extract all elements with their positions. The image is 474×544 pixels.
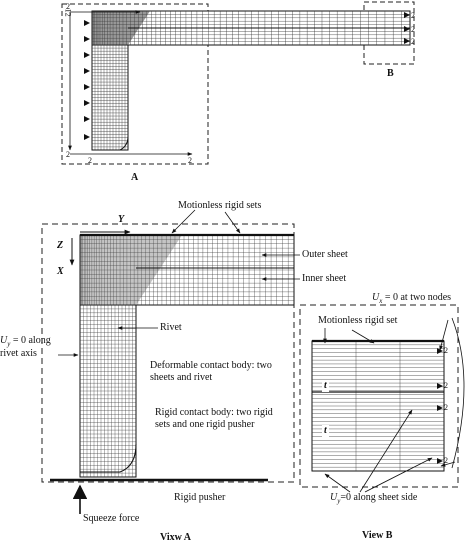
label-motionless-rigid-sets: Motionless rigid sets — [178, 200, 262, 211]
top-node-label-right-3: 2 — [411, 37, 415, 46]
label-uy-sheet-side: Uy=0 along sheet side — [330, 492, 417, 505]
label-uy-rivet-axis: Uy = 0 along rivet axis — [0, 335, 51, 360]
leader-uy-side-3 — [364, 457, 433, 493]
label-t-lower: t — [322, 425, 329, 437]
view-b-constraints — [437, 348, 443, 464]
view-a-box — [41, 223, 295, 483]
leader-motionless-set-2 — [351, 329, 375, 344]
leader-rigid-sets-1 — [171, 209, 196, 234]
uy-side-subscript: y — [337, 497, 341, 505]
top-node-label-bottom-1: 2 — [88, 156, 92, 165]
leader-uy-side-1 — [324, 473, 351, 493]
axis-label-y: Y — [118, 214, 125, 225]
view-a-fillet — [80, 443, 137, 473]
uy-symbol: U — [0, 335, 8, 346]
top-left-constraints — [84, 20, 90, 140]
leader-ux-nodes — [451, 317, 465, 469]
view-b-node-4: 2 — [444, 456, 448, 465]
view-a-panel — [41, 209, 300, 514]
view-a-rivet-grid — [80, 305, 136, 477]
leader-ux-bottom — [440, 461, 456, 467]
top-mesh-panel — [61, 1, 415, 165]
top-node-label-left-top: 2 — [66, 2, 70, 11]
view-b-panel — [299, 304, 465, 493]
label-inner-sheet: Inner sheet — [302, 273, 347, 284]
uy-subscript: y — [7, 340, 11, 348]
leader-uy-side-2 — [359, 409, 413, 493]
leader-ux-top — [439, 319, 449, 351]
caption-view-a: Vixw A — [160, 532, 192, 543]
caption-view-b: View B — [362, 530, 393, 541]
ux-symbol: U — [372, 292, 380, 303]
top-right-constraints — [404, 12, 410, 44]
label-deformable-body: Deformable contact body: two sheets and … — [150, 360, 272, 383]
label-squeeze-force: Squeeze force — [83, 513, 140, 524]
axis-label-z: Z — [57, 240, 64, 251]
leader-rigid-sets-2 — [224, 211, 241, 234]
axis-label-x: X — [57, 266, 64, 277]
view-b-node-3: 2 — [444, 403, 448, 412]
label-ux-two-nodes: Ux = 0 at two nodes — [372, 292, 451, 305]
label-rigid-body: Rigid contact body: two rigid sets and o… — [155, 407, 273, 430]
region-a-box — [61, 3, 209, 165]
top-node-label-right-1: 2 — [411, 11, 415, 20]
label-motionless-rigid-set: Motionless rigid set — [318, 315, 398, 326]
label-t-upper: t — [322, 380, 329, 392]
top-node-label-bottom-2: 2 — [188, 156, 192, 165]
label-b: B — [387, 68, 394, 79]
rivet-head-transition — [92, 11, 150, 45]
view-a-head-transition — [80, 235, 182, 305]
label-rigid-pusher: Rigid pusher — [174, 492, 226, 503]
label-rivet: Rivet — [160, 322, 182, 333]
view-b-node-1: 2 — [444, 346, 448, 355]
view-a-sheet-grid — [80, 235, 294, 305]
label-a: A — [131, 172, 139, 183]
ux-text: = 0 at two nodes — [384, 292, 452, 303]
uy-side-text: =0 along sheet side — [340, 492, 418, 503]
top-rivet-grid — [92, 45, 128, 150]
top-node-label-left-bottom: 2 — [66, 150, 70, 159]
uy-rest: = 0 along — [10, 335, 51, 346]
uy-side-symbol: U — [330, 492, 338, 503]
label-outer-sheet: Outer sheet — [302, 249, 348, 260]
top-node-label-right-2: 2 — [411, 25, 415, 34]
view-b-node-2: 2 — [444, 381, 448, 390]
rivet-bottom-fillet — [92, 135, 129, 151]
uy-line2: rivet axis — [0, 348, 37, 360]
ux-subscript: x — [379, 297, 383, 305]
